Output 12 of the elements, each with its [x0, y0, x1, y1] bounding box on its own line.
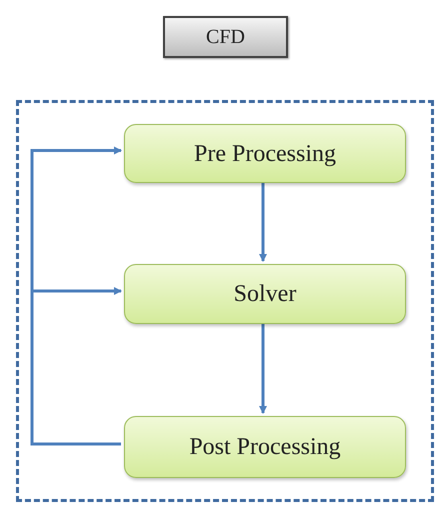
- node-label: CFD: [206, 25, 245, 50]
- arrow: [259, 321, 267, 414]
- arrow: [259, 180, 267, 262]
- node-label: Pre Processing: [194, 140, 336, 168]
- process-box: [124, 124, 406, 183]
- process-box: [124, 264, 406, 324]
- arrow: [30, 287, 122, 446]
- node-label: Solver: [234, 280, 296, 309]
- title-box: [163, 16, 288, 58]
- process-box: [124, 416, 406, 478]
- node-label: Post Processing: [189, 433, 341, 462]
- dashed-container: [16, 100, 434, 502]
